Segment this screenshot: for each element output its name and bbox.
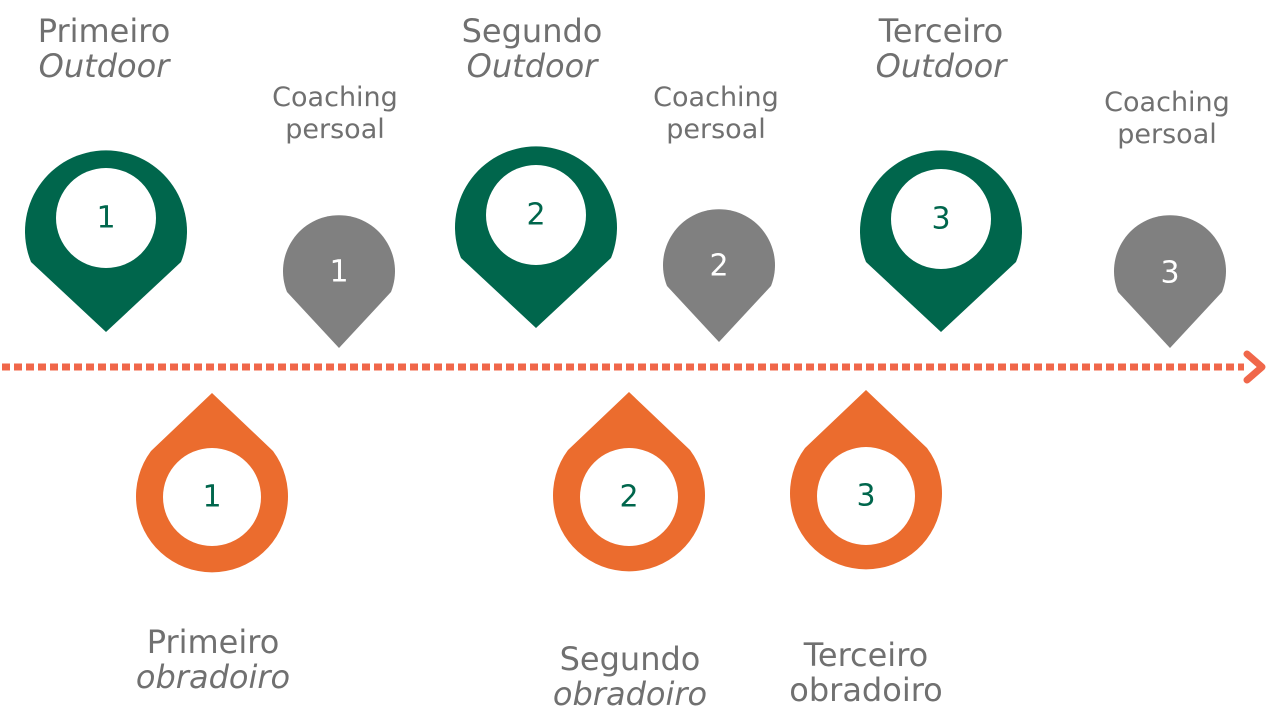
workshop-label-1-subtitle: obradoiro — [135, 657, 291, 696]
outdoor-label-2-title: Segundo — [461, 12, 603, 50]
workshop-pin-1-number: 1 — [202, 480, 221, 515]
workshop-pin-2-hole — [580, 448, 678, 546]
coaching-pin-2-number: 2 — [709, 249, 728, 284]
workshop-label-2-subtitle: obradoiro — [552, 674, 708, 713]
coaching-label-2-line1: Coaching — [653, 82, 779, 113]
workshop-label-1: Primeiro obradoiro — [136, 625, 290, 694]
coaching-label-1: Coaching persoal — [272, 82, 398, 147]
workshop-label-3-subtitle: obradoiro — [789, 670, 943, 709]
outdoor-label-2: Segundo Outdoor — [462, 14, 603, 83]
workshop-pin-2-number: 2 — [619, 480, 638, 515]
workshop-label-3-title: Terceiro — [803, 636, 929, 674]
coaching-label-2-line2: persoal — [666, 114, 766, 146]
workshop-pin-3: 3 — [790, 390, 942, 570]
workshop-pin-1-hole — [163, 448, 261, 546]
outdoor-label-3-subtitle: Outdoor — [875, 46, 1007, 85]
workshop-pin-3-hole — [817, 447, 915, 545]
outdoor-pin-3-hole — [891, 169, 991, 269]
coaching-pin-2: 2 — [663, 209, 775, 342]
coaching-label-3-line1: Coaching — [1104, 87, 1230, 118]
coaching-label-2: Coaching persoal — [653, 82, 779, 147]
outdoor-pin-1: 1 — [24, 150, 187, 332]
coaching-pin-1-number: 1 — [329, 255, 348, 290]
workshop-pin-3-number: 3 — [856, 479, 875, 514]
workshop-pin-2: 2 — [552, 392, 705, 572]
outdoor-pin-1-number: 1 — [96, 201, 115, 236]
outdoor-label-1-subtitle: Outdoor — [38, 46, 170, 85]
coaching-pin-2-shape — [663, 209, 775, 342]
workshop-pin-1: 1 — [136, 393, 288, 573]
workshop-label-3: Terceiro obradoiro — [789, 638, 942, 707]
coaching-label-1-line1: Coaching — [272, 82, 398, 113]
outdoor-pin-2-number: 2 — [526, 198, 545, 233]
coaching-pin-1: 1 — [283, 215, 395, 348]
timeline-arrow-head — [1243, 350, 1266, 384]
coaching-label-3-line2: persoal — [1117, 119, 1217, 151]
outdoor-pin-3: 3 — [860, 150, 1023, 332]
outdoor-label-1: Primeiro Outdoor — [38, 14, 171, 83]
workshop-label-2-title: Segundo — [559, 640, 701, 678]
coaching-label-1-line2: persoal — [285, 114, 385, 146]
outdoor-label-1-title: Primeiro — [37, 12, 171, 50]
coaching-label-3: Coaching persoal — [1104, 87, 1230, 152]
workshop-label-2: Segundo obradoiro — [553, 642, 707, 711]
outdoor-pin-1-hole — [56, 168, 156, 268]
coaching-pin-1-shape — [283, 215, 395, 348]
outdoor-label-3: Terceiro Outdoor — [876, 14, 1007, 83]
outdoor-label-2-subtitle: Outdoor — [466, 46, 598, 85]
workshop-label-1-title: Primeiro — [146, 623, 280, 661]
coaching-pin-3-number: 3 — [1160, 256, 1179, 291]
coaching-pin-3-shape — [1114, 215, 1226, 348]
outdoor-pin-2-hole — [486, 165, 586, 265]
outdoor-pin-3-number: 3 — [931, 202, 950, 237]
outdoor-pin-2: 2 — [455, 146, 617, 328]
outdoor-label-3-title: Terceiro — [878, 12, 1004, 50]
coaching-pin-3: 3 — [1114, 215, 1226, 348]
